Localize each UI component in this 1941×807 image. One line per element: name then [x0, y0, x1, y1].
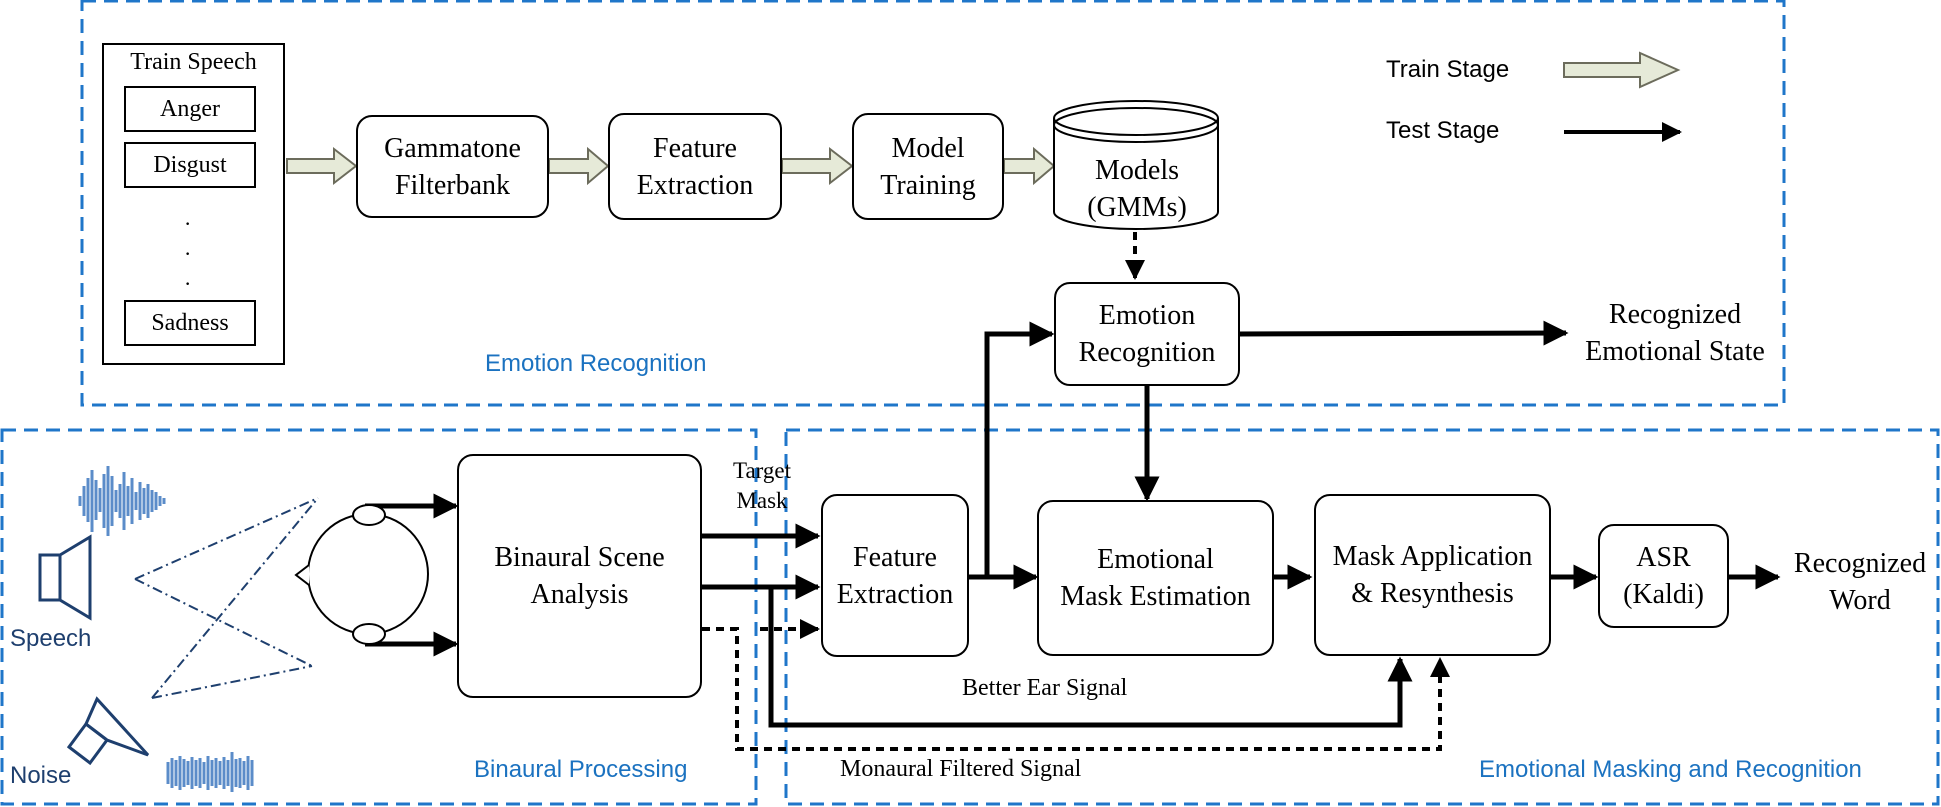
emotional-mask-estimation-block: Emotional Mask Estimation — [1037, 500, 1274, 656]
train-arrow-training-to-models — [1003, 146, 1056, 186]
output-line-2: Emotional State — [1585, 336, 1765, 367]
block-line-1: Emotion — [1098, 300, 1196, 331]
models-label: Models (GMMs) — [1054, 152, 1220, 226]
arrow-feature-to-emotion — [984, 321, 1055, 578]
binaural-scene-analysis-block: Binaural Scene Analysis — [457, 454, 702, 698]
train-arrow-gammatone-to-feature — [548, 146, 610, 186]
legend-train-arrow — [1563, 51, 1681, 89]
model-training-block: Model Training — [852, 113, 1004, 220]
noise-waveform — [166, 752, 254, 792]
emotion-recognition-block: Emotion Recognition — [1054, 282, 1240, 386]
block-line-1: ASR — [1636, 542, 1691, 573]
train-speech-panel: Train Speech Anger Disgust · · · Sadness — [102, 43, 285, 365]
arrow-emotion-to-state — [1237, 320, 1569, 346]
mask-application-block: Mask Application & Resynthesis — [1314, 494, 1551, 656]
train-speech-item-label: Anger — [160, 96, 220, 122]
target-mask-line-2: Mask — [736, 488, 788, 513]
block-line-2: Recognition — [1078, 337, 1216, 368]
region-binaural-processing-border — [0, 428, 758, 806]
sound-paths — [134, 497, 319, 699]
arrow-monaural-signal — [702, 627, 1450, 751]
asr-kaldi-block: ASR (Kaldi) — [1598, 524, 1729, 628]
arrow-better-ear-signal — [768, 587, 1413, 728]
feature-extraction-bottom-block: Feature Extraction — [821, 494, 969, 657]
block-line-2: & Resynthesis — [1351, 578, 1514, 609]
region-label-emotion-recognition: Emotion Recognition — [485, 350, 707, 377]
block-line-2: Analysis — [530, 579, 629, 610]
train-speech-item-label: Sadness — [151, 310, 229, 336]
noise-source-label: Noise — [10, 762, 72, 789]
gammatone-filterbank-block: Gammatone Filterbank — [356, 115, 549, 218]
output-line-2: Word — [1829, 585, 1891, 616]
train-speech-title: Train Speech — [130, 49, 257, 75]
train-speech-item-anger: Anger — [124, 86, 256, 132]
target-mask-label: Target Mask — [716, 456, 808, 516]
train-speech-item-sadness: Sadness — [124, 300, 256, 346]
target-mask-line-1: Target — [733, 458, 791, 483]
block-line-2: Mask Estimation — [1060, 581, 1251, 612]
ellipsis-dot: · — [184, 211, 192, 236]
legend-test-label: Test Stage — [1386, 117, 1500, 144]
speaker-icon-noise — [66, 696, 150, 766]
monaural-filtered-signal-label: Monaural Filtered Signal — [840, 756, 1082, 782]
speech-source-label: Speech — [10, 625, 92, 652]
region-label-binaural-processing: Binaural Processing — [474, 756, 688, 783]
train-arrow-speech-to-gammatone — [286, 146, 358, 186]
block-line-1: Binaural Scene — [494, 542, 665, 573]
block-line-2: (Kaldi) — [1623, 579, 1704, 610]
train-arrows — [286, 51, 1681, 186]
recognized-word-label: Recognized Word — [1782, 545, 1938, 619]
block-line-1: Feature — [653, 132, 737, 164]
block-line-1: Model — [891, 132, 965, 164]
better-ear-signal-label: Better Ear Signal — [962, 675, 1128, 701]
block-line-2: Extraction — [636, 169, 754, 201]
output-line-1: Recognized — [1793, 548, 1927, 579]
train-speech-item-disgust: Disgust — [124, 142, 256, 188]
speech-waveform — [78, 466, 166, 536]
ellipsis-dot: · — [184, 241, 192, 266]
speaker-icon-speech — [38, 534, 92, 621]
legend-train-label: Train Stage — [1386, 56, 1510, 83]
region-emotional-masking-border — [784, 428, 1940, 806]
train-arrow-feature-to-training — [781, 146, 854, 186]
head-icon — [294, 504, 429, 645]
ellipsis-dot: · — [184, 271, 192, 296]
block-line-1: Gammatone — [384, 132, 521, 164]
output-line-1: Recognized — [1608, 299, 1742, 330]
feature-extraction-top-block: Feature Extraction — [608, 113, 782, 220]
models-line-2: (GMMs) — [1087, 192, 1187, 223]
models-cylinder — [1053, 100, 1219, 230]
region-emotion-recognition-border — [80, 0, 1786, 407]
block-line-1: Feature — [853, 541, 937, 573]
models-line-1: Models — [1095, 155, 1179, 186]
test-arrows — [365, 320, 1781, 728]
block-line-1: Mask Application — [1332, 541, 1533, 572]
block-line-2: Extraction — [836, 578, 954, 610]
dashed-arrows — [702, 232, 1450, 751]
block-line-1: Emotional — [1097, 544, 1214, 575]
block-line-2: Filterbank — [394, 169, 511, 201]
recognized-emotional-state-label: Recognized Emotional State — [1570, 296, 1780, 370]
block-line-2: Training — [880, 169, 976, 201]
region-label-emotional-masking: Emotional Masking and Recognition — [1479, 756, 1862, 783]
train-speech-item-label: Disgust — [153, 152, 227, 178]
